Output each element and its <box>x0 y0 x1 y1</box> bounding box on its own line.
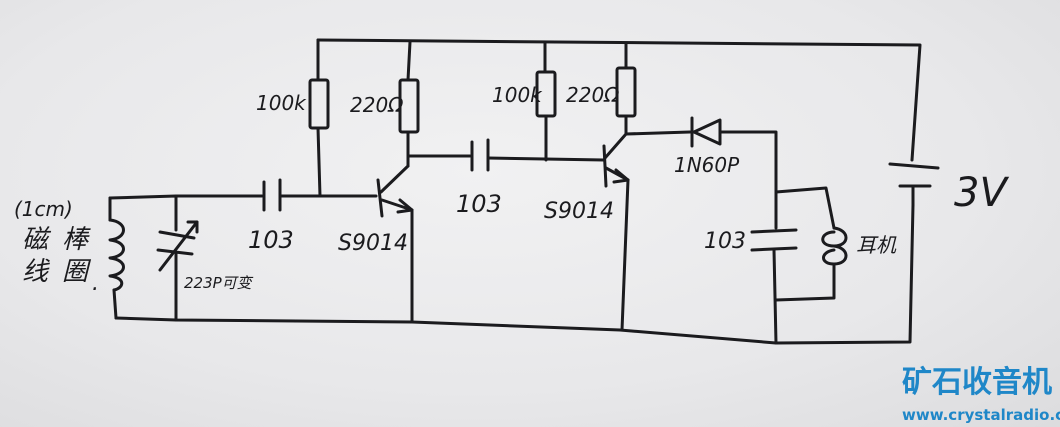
r2-top-wire <box>406 40 412 82</box>
watermark-title: 矿石收音机 <box>902 365 1052 400</box>
r1-bottom-wire <box>316 126 322 198</box>
q1-base-bar <box>376 178 384 218</box>
cap3-bottom-wire <box>772 248 778 345</box>
cap2-label: 103 <box>456 190 502 218</box>
diode-triangle <box>692 118 722 146</box>
coil-name-period: . <box>92 271 99 296</box>
cap3-label: 103 <box>704 229 746 254</box>
earphone-top-wire <box>774 186 836 230</box>
bottom-rail-wire <box>114 316 778 345</box>
battery-label: 3V <box>954 170 1009 216</box>
coil-name-label-3: 线 <box>22 257 51 287</box>
q2-emitter-arrow <box>612 168 630 184</box>
q2-collector <box>603 132 628 160</box>
coil-size-label: (1cm) <box>14 197 73 221</box>
varcap-label: 223P可变 <box>184 274 254 292</box>
coil-name-label-4: 圈 <box>62 257 92 287</box>
earphone-bottom-wire <box>774 262 836 302</box>
coil-name-label-2: 棒 <box>62 225 91 255</box>
r1-label: 100k <box>256 91 307 115</box>
earphone-label: 耳机 <box>856 233 897 257</box>
r4-label: 220Ω <box>566 83 620 107</box>
q2-collector-wire <box>624 130 692 136</box>
varcap-plate-top <box>158 230 196 240</box>
watermark-url: www.crystalradio.cn <box>902 406 1060 424</box>
right-rail-wire <box>774 203 915 345</box>
coil-bottom-wire <box>112 288 118 320</box>
q2-emitter-wire <box>620 178 630 332</box>
q2-label: S9014 <box>544 199 614 224</box>
q2-base-bar <box>602 144 608 188</box>
r3-label: 100k <box>492 83 543 107</box>
q1-label: S9014 <box>338 231 408 256</box>
earphone-coil <box>821 226 848 266</box>
diode-label: 1N60P <box>674 153 740 177</box>
resistor-r1 <box>308 78 330 130</box>
top-rail-wire <box>316 38 922 162</box>
diode-right-wire <box>718 130 778 230</box>
ferrite-coil <box>108 218 125 292</box>
battery-long-plate <box>888 162 940 170</box>
resistor-r4 <box>615 66 637 118</box>
r2-label: 220Ω <box>350 93 404 117</box>
q1-collector <box>379 164 410 194</box>
cap1-label: 103 <box>248 226 294 254</box>
varcap-arrow <box>158 220 199 272</box>
q1-emitter <box>380 198 414 212</box>
coil-name-label-1: 磁 <box>22 225 52 255</box>
cap3-plate-top <box>750 228 798 234</box>
